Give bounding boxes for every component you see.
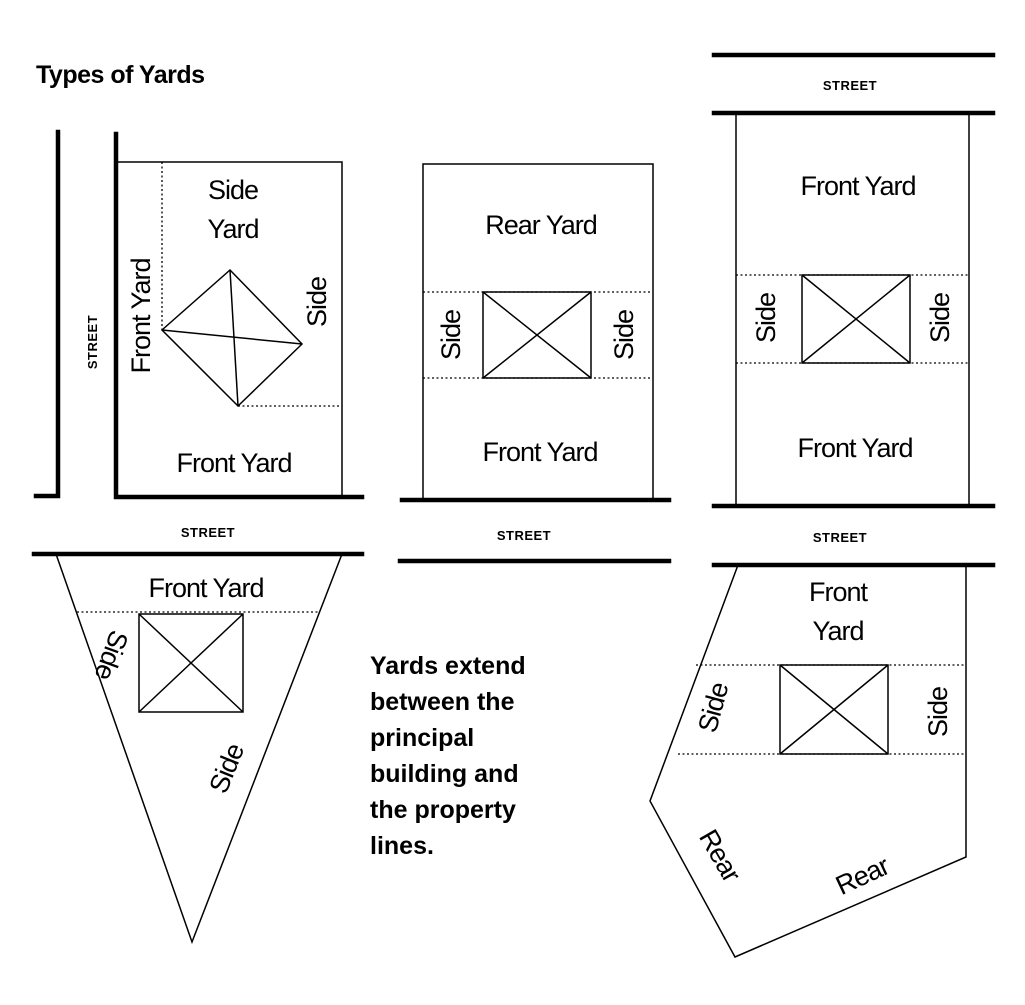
street-label: STREET — [497, 528, 551, 543]
note-line: building and — [370, 760, 519, 788]
note-line: Yards extend — [370, 652, 526, 680]
street-label-side: STREET — [85, 315, 100, 369]
through-lot-building — [801, 274, 911, 364]
side-yard-label: Side — [208, 175, 258, 205]
triangular-lot-building — [138, 613, 244, 713]
triangular-lot-boundary — [55, 553, 343, 945]
note-line: principal — [370, 724, 474, 752]
front-yard-label: Front Yard — [126, 258, 156, 373]
side-label: Side — [89, 626, 134, 683]
triangular-lot: Front Yard Side Side — [31, 551, 365, 945]
side-label: Side — [923, 687, 953, 737]
side-label: Side — [609, 310, 639, 360]
building-diagonal — [779, 664, 889, 755]
through-lot: STREET Front Yard Side Side Front Yard — [711, 52, 996, 509]
side-label: Side — [751, 293, 781, 343]
street-label: STREET — [813, 530, 867, 545]
street-curb-left-outer — [33, 129, 61, 499]
front-yard-label: Front Yard — [482, 437, 597, 467]
front-label: Front — [809, 577, 869, 607]
street-label-top: STREET — [823, 78, 877, 93]
rear-label: Rear — [831, 850, 894, 901]
side-label: Side — [925, 293, 955, 343]
front-yard-label: Front Yard — [797, 433, 912, 463]
front-yard-label: Front Yard — [800, 171, 915, 201]
side-label: Side — [302, 277, 332, 327]
side-label: Side — [203, 740, 250, 798]
irregular-lot: Front Yard Side Side Rear Rear — [649, 562, 996, 958]
rear-label: Rear — [693, 824, 747, 887]
diagram-title: Types of Yards — [36, 61, 205, 89]
note-line: the property — [370, 796, 516, 824]
explanatory-note: Yards extend between the principal build… — [370, 652, 526, 860]
note-line: between the — [370, 688, 515, 716]
building-diagonal — [801, 274, 911, 364]
front-yard-label: Front Yard — [176, 448, 291, 478]
corner-lot-building — [160, 268, 304, 408]
side-label: Side — [692, 680, 734, 736]
yard-label: Yard — [812, 616, 863, 646]
irregular-lot-building — [779, 664, 889, 755]
street-curb-left-inner — [113, 131, 365, 500]
note-line: lines. — [370, 832, 434, 860]
front-yard-label: Front Yard — [148, 573, 263, 603]
interior-lot: Rear Yard Side Side Front Yard — [399, 163, 672, 503]
street-label: STREET — [181, 525, 235, 540]
rear-yard-label: Rear Yard — [485, 210, 597, 240]
side-label: Side — [436, 310, 466, 360]
building-diagonal — [161, 329, 303, 345]
corner-lot-boundary — [116, 161, 343, 497]
building-diagonal — [482, 291, 592, 379]
corner-lot: STREET Side Yard Front Yard Side Front Y… — [33, 129, 365, 500]
side-yard-label: Yard — [207, 214, 258, 244]
interior-lot-boundary — [422, 163, 654, 500]
irregular-lot-boundary — [649, 564, 967, 958]
building-diagonal — [229, 269, 239, 407]
interior-lot-building — [482, 291, 592, 379]
building-diagonal — [138, 613, 244, 713]
